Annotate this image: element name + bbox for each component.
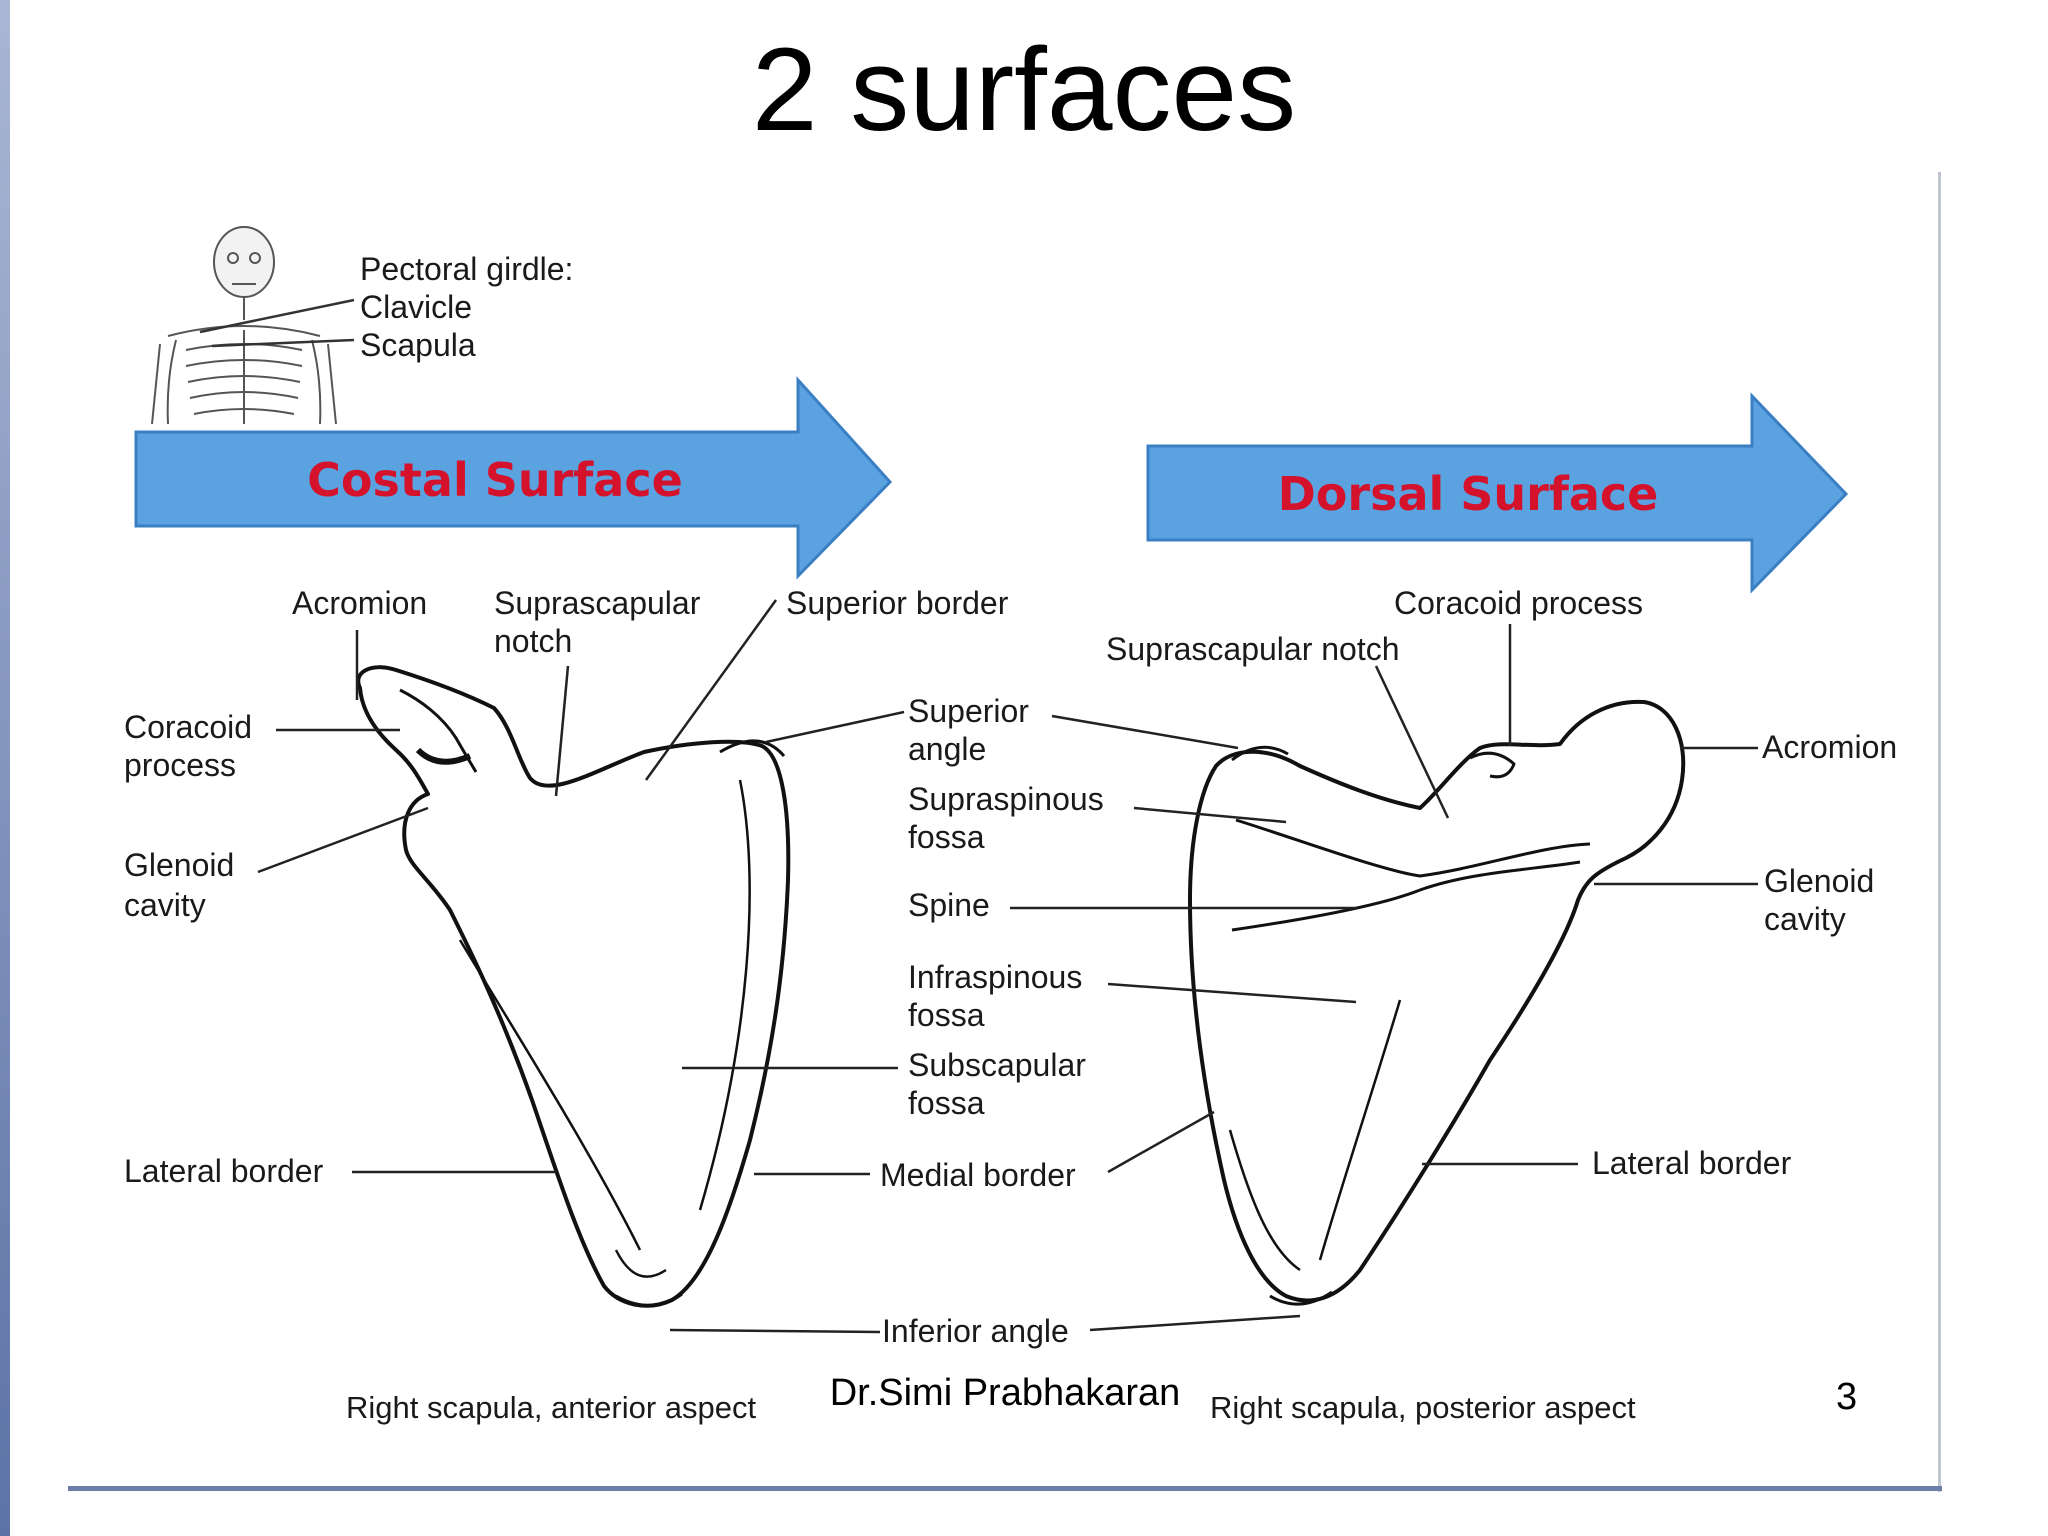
coracoid-posterior-label: Coracoid process xyxy=(1394,585,1643,621)
acromion-anterior-label: Acromion xyxy=(292,585,427,621)
infraspinous-fossa-label-line2: fossa xyxy=(908,997,985,1033)
coracoid-anterior-label-line1: Coracoid xyxy=(124,709,252,745)
anterior-aspect-caption: Right scapula, anterior aspect xyxy=(346,1390,757,1425)
scapula-posterior-drawing xyxy=(1188,699,1686,1306)
slide-left-accent-bar xyxy=(0,0,10,1536)
figure-frame-bottom-edge xyxy=(68,1486,1942,1491)
coracoid-anterior-label-line2: process xyxy=(124,747,236,783)
infraspinous-fossa-label-line1: Infraspinous xyxy=(908,959,1082,995)
acromion-posterior-label: Acromion xyxy=(1762,729,1897,765)
glenoid-anterior-label-line2: cavity xyxy=(124,887,206,923)
posterior-aspect-caption: Right scapula, posterior aspect xyxy=(1210,1390,1636,1425)
glenoid-anterior-label-line1: Glenoid xyxy=(124,847,234,883)
suprascapular-notch-posterior-label: Suprascapular notch xyxy=(1106,631,1400,667)
inferior-angle-label: Inferior angle xyxy=(882,1313,1069,1349)
superior-angle-label-line1: Superior xyxy=(908,693,1029,729)
costal-surface-arrow xyxy=(134,376,893,580)
inset-scapula-label: Scapula xyxy=(360,327,476,363)
figure-frame-right-edge xyxy=(1938,172,1941,1492)
suprascapular-notch-anterior-label-line2: notch xyxy=(494,623,572,659)
inset-clavicle-label: Clavicle xyxy=(360,289,472,325)
slide-number: 3 xyxy=(1836,1376,1858,1418)
costal-surface-label: Costal Surface xyxy=(307,453,683,507)
dorsal-surface-arrow xyxy=(1146,392,1849,594)
subscapular-fossa-label-line2: fossa xyxy=(908,1085,985,1121)
author-credit: Dr.Simi Prabhakaran xyxy=(829,1372,1181,1414)
supraspinous-fossa-label-line1: Supraspinous xyxy=(908,781,1104,817)
medial-border-label: Medial border xyxy=(880,1157,1076,1193)
clavicle-leader-line xyxy=(199,298,355,334)
suprascapular-notch-anterior-label-line1: Suprascapular xyxy=(494,585,701,621)
label-leader-lines xyxy=(257,599,1758,1334)
skeleton-inset-icon xyxy=(151,226,337,425)
glenoid-posterior-label-line2: cavity xyxy=(1764,901,1846,937)
slide-title: 2 surfaces xyxy=(751,24,1297,156)
inset-heading: Pectoral girdle: xyxy=(360,251,573,287)
supraspinous-fossa-label-line2: fossa xyxy=(908,819,985,855)
superior-border-label: Superior border xyxy=(786,585,1009,621)
lateral-border-posterior-label: Lateral border xyxy=(1592,1145,1792,1181)
glenoid-posterior-label-line1: Glenoid xyxy=(1764,863,1874,899)
superior-angle-label-line2: angle xyxy=(908,731,986,767)
dorsal-surface-label: Dorsal Surface xyxy=(1278,467,1659,521)
scapula-leader-line xyxy=(211,338,355,348)
subscapular-fossa-label-line1: Subscapular xyxy=(908,1047,1086,1083)
lateral-border-anterior-label: Lateral border xyxy=(124,1153,324,1189)
scapula-anterior-drawing xyxy=(356,665,791,1308)
spine-label: Spine xyxy=(908,887,990,923)
